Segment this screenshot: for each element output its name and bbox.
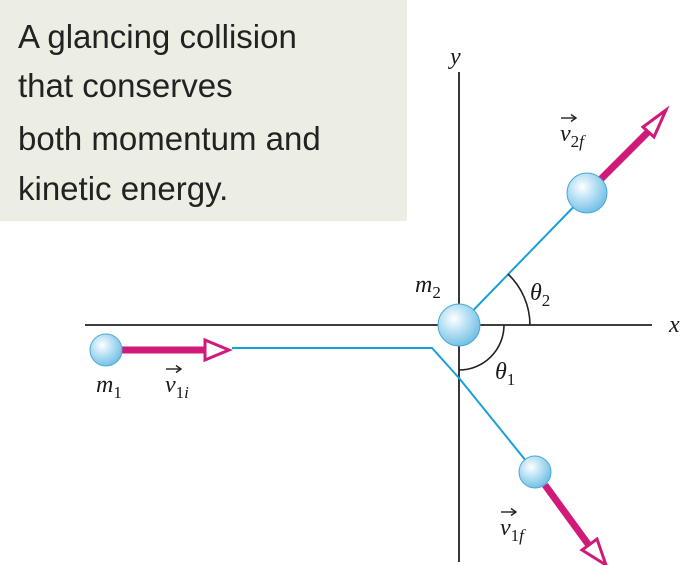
v1f-arrow [542, 482, 608, 565]
v1i-arrow [118, 337, 233, 363]
v2f-arrow [595, 105, 670, 185]
svg-text:v1i: v1i [165, 372, 189, 402]
label-v1i: v1i [165, 364, 189, 402]
ball-m1-final [518, 455, 552, 489]
label-theta1: θ1 [495, 359, 515, 389]
label-m2: m2 [415, 272, 441, 302]
y-axis-label: y [448, 44, 461, 70]
label-m1: m1 [96, 372, 122, 402]
x-axis-label: x [668, 312, 680, 338]
theta2-arc [507, 273, 531, 326]
caption-box: A glancing collision that conserves both… [0, 0, 407, 221]
caption-line-3: both momentum and [18, 120, 321, 157]
label-v1f: v1f [500, 507, 526, 545]
outgoing-path-2 [458, 192, 588, 326]
incoming-path [232, 347, 460, 379]
outgoing-path-1 [458, 377, 536, 473]
ball-m2-final [566, 172, 608, 214]
label-theta2: θ2 [530, 280, 550, 310]
caption-line-2: that conserves [18, 67, 233, 104]
caption-line-4: kinetic energy. [18, 170, 229, 207]
svg-text:v2f: v2f [560, 121, 586, 151]
ball-m1 [89, 333, 123, 367]
label-v2f: v2f [560, 113, 586, 151]
svg-text:v1f: v1f [500, 515, 526, 545]
caption-line-1: A glancing collision [18, 18, 297, 55]
ball-m2 [437, 303, 481, 347]
theta1-arc [458, 324, 505, 371]
